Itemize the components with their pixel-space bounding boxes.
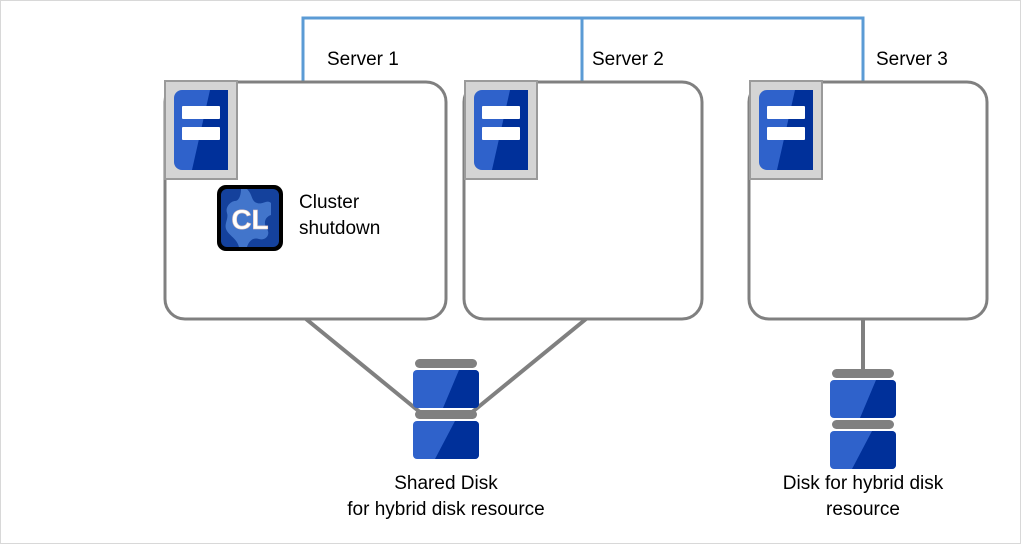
server-label-1: Server 1: [327, 49, 399, 70]
shared-disk-caption-line2: for hybrid disk resource: [347, 499, 545, 520]
cluster-cl-icon: CL: [217, 185, 283, 251]
server-icon-1: [164, 80, 238, 180]
server-label-3: Server 3: [876, 49, 948, 70]
server3-disk-caption-line2: resource: [826, 499, 900, 520]
server-icon-3: [749, 80, 823, 180]
shared-disk-caption-line1: Shared Disk: [394, 473, 498, 494]
svg-text:CL: CL: [231, 204, 268, 235]
shared-disk-icon: [413, 359, 479, 459]
cluster-shutdown-label-line1: Cluster: [299, 192, 360, 213]
server-label-2: Server 2: [592, 49, 664, 70]
server3-disk-caption-line1: Disk for hybrid disk: [782, 473, 944, 494]
server-icon-2: [464, 80, 538, 180]
cluster-shutdown-label-line2: shutdown: [299, 218, 381, 239]
server3-disk-icon: [830, 369, 896, 469]
connector-lines: [304, 317, 865, 415]
cluster-bracket: [301, 16, 865, 81]
